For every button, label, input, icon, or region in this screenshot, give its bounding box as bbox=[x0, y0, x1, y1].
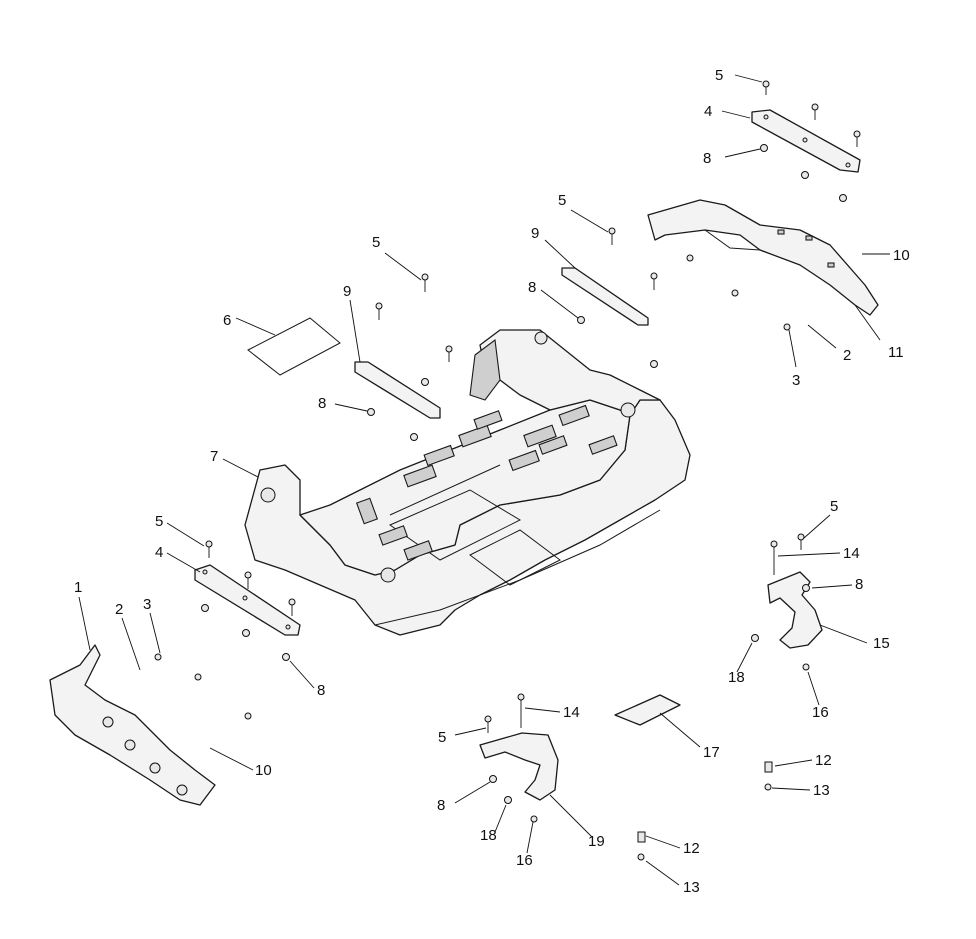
callout-16a: 16 bbox=[812, 704, 829, 721]
callout-5b: 5 bbox=[558, 192, 566, 209]
front-bracket-part bbox=[194, 564, 301, 636]
strip-right-part bbox=[561, 267, 649, 326]
callout-14a: 14 bbox=[843, 545, 860, 562]
callout-18a: 18 bbox=[728, 669, 745, 686]
hardware-group bbox=[154, 80, 861, 861]
strip-left-part bbox=[354, 361, 441, 419]
callout-13b: 13 bbox=[683, 879, 700, 896]
rear-bracket-part bbox=[751, 109, 861, 173]
callout-8a: 8 bbox=[703, 150, 711, 167]
footrest-left-part bbox=[479, 732, 559, 801]
callout-2a: 2 bbox=[843, 347, 851, 364]
callout-4b: 4 bbox=[155, 544, 163, 561]
callout-12a: 12 bbox=[815, 752, 832, 769]
pad-part bbox=[614, 694, 681, 726]
callout-9a: 9 bbox=[531, 225, 539, 242]
callout-5d: 5 bbox=[155, 513, 163, 530]
callout-10a: 10 bbox=[893, 247, 910, 264]
floor-tub-part bbox=[244, 329, 691, 636]
callout-16b: 16 bbox=[516, 852, 533, 869]
callout-8d: 8 bbox=[317, 682, 325, 699]
callout-9b: 9 bbox=[343, 283, 351, 300]
callout-18b: 18 bbox=[480, 827, 497, 844]
callout-5a: 5 bbox=[715, 67, 723, 84]
callout-4a: 4 bbox=[704, 103, 712, 120]
callout-5c: 5 bbox=[372, 234, 380, 251]
callout-19: 19 bbox=[588, 833, 605, 850]
callout-17: 17 bbox=[703, 744, 720, 761]
callout-10b: 10 bbox=[255, 762, 272, 779]
callout-14b: 14 bbox=[563, 704, 580, 721]
callout-labels: 5 4 8 10 11 2 3 5 9 8 5 9 6 8 7 5 4 8 1 … bbox=[74, 67, 910, 896]
footrest-right-part bbox=[767, 571, 823, 649]
callout-8f: 8 bbox=[437, 797, 445, 814]
front-bumper-part bbox=[49, 644, 216, 806]
callout-8e: 8 bbox=[855, 576, 863, 593]
callout-12b: 12 bbox=[683, 840, 700, 857]
rear-bumper-part bbox=[647, 199, 879, 316]
callout-13a: 13 bbox=[813, 782, 830, 799]
callout-15: 15 bbox=[873, 635, 890, 652]
callout-2b: 2 bbox=[115, 601, 123, 618]
callout-5e: 5 bbox=[830, 498, 838, 515]
callout-8b: 8 bbox=[528, 279, 536, 296]
callout-11: 11 bbox=[888, 344, 904, 361]
leader-lines bbox=[78, 74, 890, 886]
decal-part bbox=[247, 317, 341, 376]
callout-1: 1 bbox=[74, 579, 82, 596]
callout-7: 7 bbox=[210, 448, 218, 465]
callout-6: 6 bbox=[223, 312, 231, 329]
callout-8c: 8 bbox=[318, 395, 326, 412]
callout-3a: 3 bbox=[792, 372, 800, 389]
callout-5f: 5 bbox=[438, 729, 446, 746]
callout-3b: 3 bbox=[143, 596, 151, 613]
